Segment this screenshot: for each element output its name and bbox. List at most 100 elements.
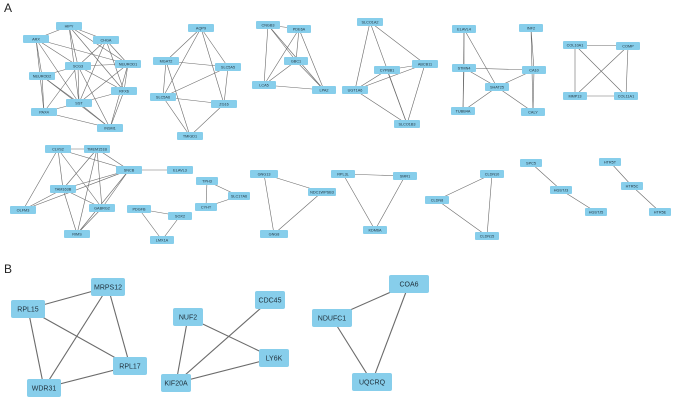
edge-tmem151b-tam163b [62,148,98,190]
edge-clvs2-tam163b [57,148,64,190]
node-label: NDC1WPSB3 [310,190,334,194]
edge-gabrg2-rims [76,207,103,235]
node-label: KDM6A [368,228,382,232]
node-box [161,374,191,392]
node-neurod2: NEUROD2 [29,72,55,80]
node-kif20a: KIF20A [161,374,191,392]
node-box [115,60,141,68]
node-smr1: SMR1 [393,172,417,180]
edge-inf2-ca10 [530,27,535,71]
node-box [452,64,476,72]
edge-arx-sst [35,38,80,104]
node-inf2: INF2 [519,24,543,32]
edge-comp-col11a1 [625,45,629,97]
node-box [352,373,392,391]
edge-comp-mmp13 [574,45,629,97]
node-cyp8b1: CYP8B1 [374,66,400,74]
node-gng13: GNG13 [250,170,278,178]
node-box [621,182,643,190]
edge-zg16-tmigd1 [189,103,225,137]
node-label: HTR5T [604,160,617,164]
edge-neurod1-sst [78,63,129,104]
node-label: CA10 [529,68,539,72]
edge-ndc1wpsb3-gng8 [273,191,323,235]
edge-gbc1-lpa2 [295,60,325,91]
node-box [27,379,61,397]
node-rpl17: RPL17 [113,357,147,375]
node-slc17a6: SLC17A6 [228,192,250,200]
node-slc5a5: SLC5A5 [215,63,241,71]
node-box [31,108,57,116]
node-box [451,107,475,115]
edge-elavl4-shat25 [463,28,498,88]
node-coa6: COA6 [389,275,429,293]
edge-slc5a5-slc5a6 [162,66,229,98]
node-gng8: GNG8 [260,230,288,238]
node-pde6a: PDE6A [287,25,311,33]
node-box [260,230,288,238]
edge-col10a1-col11a1 [574,44,627,97]
node-label: SLC5A5 [221,65,235,69]
node-box [89,204,115,212]
node-box [153,57,179,65]
node-label: LY6K [266,355,283,362]
edge-mrps12-wdr31 [43,286,109,389]
node-htr5e: HTR5E [649,208,671,216]
node-insm1: INSM1 [97,124,123,132]
node-tmigd1: TMIGD1 [177,132,203,140]
node-box [475,232,499,240]
edge-tmem151b-rims [76,148,98,235]
node-rpl3l: RPL3L [331,170,355,178]
node-nuf2: NUF2 [173,308,203,326]
node-pax4: PAX4 [31,108,57,116]
edge-slc5a5-zg16 [223,66,229,105]
edge-mgat2-slc5a6 [162,60,167,98]
edge-cdc45-kif20a [175,299,271,384]
node-arx: ARX [23,35,49,43]
edge-cldn10-cldn15 [486,173,493,237]
node-label: TPH3 [202,179,212,183]
node-box [211,100,237,108]
node-label: ARX [32,37,40,41]
node-label: SOX2 [175,214,185,218]
node-label: SLCO1B3 [398,122,415,126]
node-mgat2: MGAT2 [153,57,179,65]
node-label: HTR5E [654,210,667,214]
node-htr5c: HTR5C [621,182,643,190]
node-slco1a2: SLCO1A2 [357,18,383,26]
node-hgstj3: HGSTJ3 [550,186,572,194]
node-rpl15: RPL15 [11,300,45,318]
node-label: ELAVL3 [173,168,187,172]
node-lca5: LCA5 [252,81,276,89]
node-label: NDUFC1 [318,315,346,322]
node-box [649,208,671,216]
edge-cngb3-gbc1 [267,24,297,62]
edge-tph3-cyht [205,180,208,208]
node-tubb4a: TUBB4A [451,107,475,115]
node-label: ELAVL4 [457,27,471,31]
edge-abcb11-slco1b3 [406,63,426,125]
node-label: SLCO1A2 [361,20,378,24]
node-label: UQCRQ [359,379,386,386]
panel-label-b: B [4,262,13,276]
node-ugt1a6: UGT1A6 [342,86,368,94]
node-pdgfb: PDGFB [127,205,151,213]
node-clvs2: CLVS2 [45,145,71,153]
node-olfm3: OLFM3 [10,206,36,214]
node-tmem151b: TMEM151B [84,145,110,153]
edge-coa6-uqcrq [371,283,410,383]
node-box [255,291,285,309]
node-label: TUBB4A [456,109,471,113]
node-mmp13: MMP13 [563,92,587,100]
node-box [45,145,71,153]
edge-arx-neurod2 [35,38,43,77]
node-box [215,63,241,71]
edge-rpl15-wdr31 [27,308,45,389]
node-label: SLC17A6 [231,194,247,198]
